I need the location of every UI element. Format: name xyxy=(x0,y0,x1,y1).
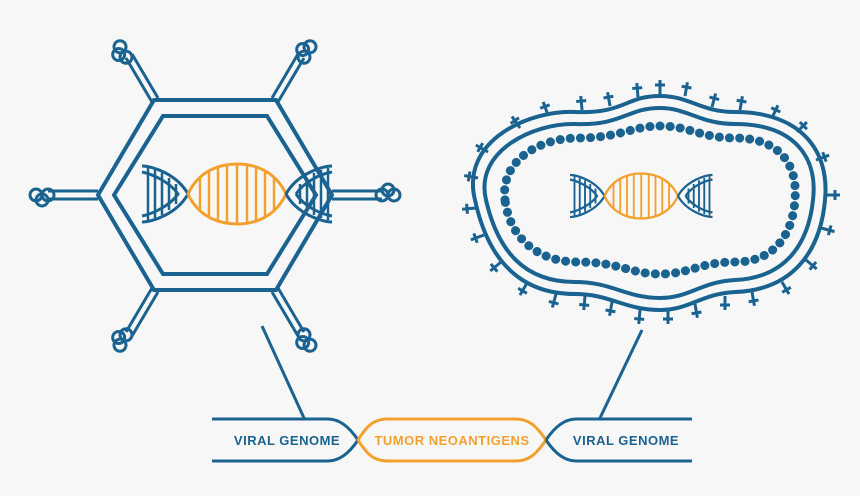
genome-label-viral-right: VIRAL GENOME xyxy=(573,433,679,448)
dna-helix-icon xyxy=(568,172,714,220)
genome-label-viral-left: VIRAL GENOME xyxy=(234,433,340,448)
hexagonal-capsid-virus-icon xyxy=(28,34,402,358)
envelope-spikes xyxy=(460,78,842,326)
capsid-fibers xyxy=(48,53,382,337)
genome-label-tumor-neoantigens: TUMOR NEOANTIGENS xyxy=(374,433,529,448)
capsid-outer-shell xyxy=(95,98,335,292)
viral-envelope-outer xyxy=(471,93,828,313)
genome-segment-viral-right xyxy=(544,417,692,463)
viral-envelope-inner xyxy=(482,105,816,301)
capsid-bead-ring xyxy=(500,121,800,279)
genome-strip: VIRAL GENOME TUMOR NEOANTIGENS VIRAL GEN… xyxy=(212,417,692,463)
genome-segment-viral-left xyxy=(212,417,360,463)
capsid-fiber-knobs xyxy=(28,34,402,358)
left-connector-line xyxy=(260,325,306,419)
capsid-inner-shell xyxy=(111,114,319,276)
right-connector-line xyxy=(598,329,644,419)
enveloped-virus-icon xyxy=(460,78,842,326)
